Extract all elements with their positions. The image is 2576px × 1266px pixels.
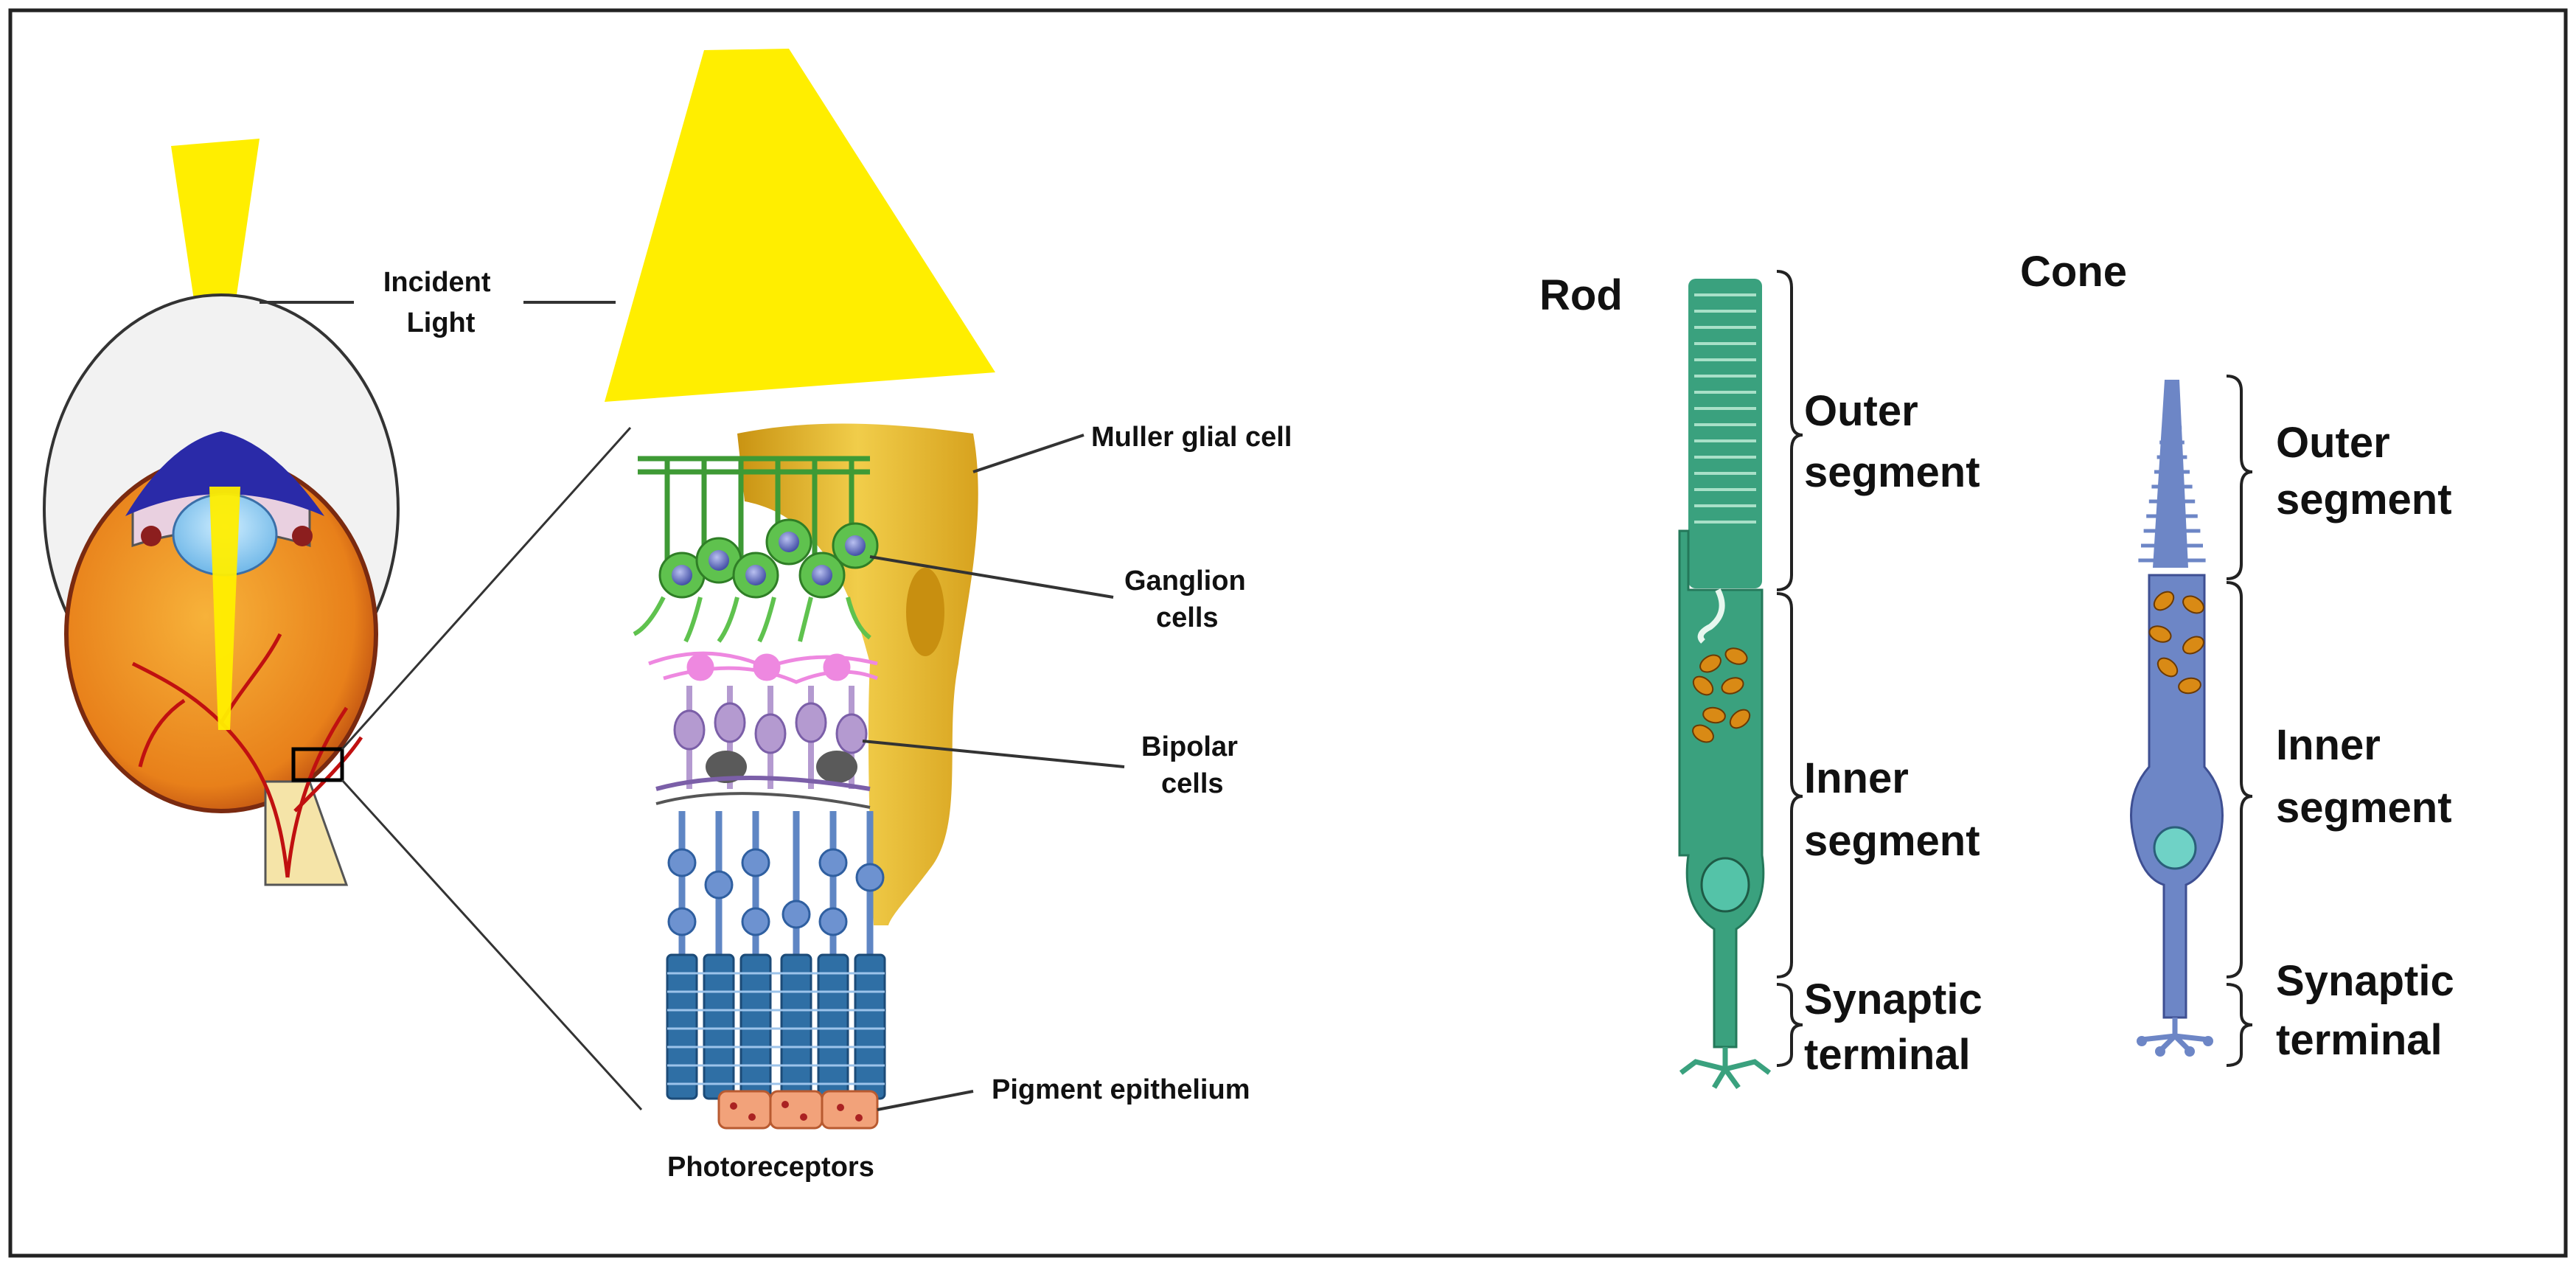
- rod-synaptic-terminal: [1679, 1047, 1772, 1090]
- iris-dot-right: [292, 526, 313, 546]
- pigment-epithelium-label: Pigment epithelium: [992, 1074, 1250, 1105]
- photoreceptors-label: Photoreceptors: [667, 1152, 874, 1183]
- bipolar-cells-label: Bipolar cells: [1141, 731, 1245, 799]
- muller-nucleus: [906, 568, 944, 656]
- rod-outer-segment-label: Outer segment: [1804, 387, 1980, 496]
- retina-zoom-box: [291, 747, 344, 782]
- iris-dot-left: [141, 526, 161, 546]
- cone-braces: [2226, 375, 2253, 1067]
- cone-outer-segment-label: Outer segment: [2276, 419, 2452, 524]
- photoreceptor-row: [666, 811, 886, 1100]
- figure-border: [8, 8, 2568, 1258]
- muller-glial-cell: [737, 423, 978, 925]
- ganglion-cells: [633, 518, 879, 643]
- cone-brace-outer: [2226, 375, 2253, 580]
- left-leader-lines: [260, 301, 1125, 1111]
- cone-cell: [2130, 380, 2224, 1057]
- rod-brace-inner: [1776, 592, 1803, 978]
- cornea: [125, 431, 324, 516]
- rod-discs: [1694, 293, 1756, 524]
- cone-inner-segment: [2130, 574, 2224, 1019]
- cone-synaptic-terminal: [2141, 1018, 2209, 1053]
- light-through-eye: [209, 487, 240, 730]
- rod-mitochondria: [1692, 647, 1751, 743]
- cone-brace-synaptic: [2226, 983, 2253, 1067]
- muller-glial-cell-label: Muller glial cell: [1091, 422, 1292, 453]
- retina-section: [605, 49, 995, 1130]
- cone-synaptic-terminal-label: Synaptic terminal: [2276, 957, 2466, 1064]
- cone-nucleus: [2153, 826, 2197, 870]
- rod-brace-synaptic: [1776, 983, 1803, 1067]
- incident-light-label: Incident Light: [383, 267, 498, 338]
- rod-cell: [1678, 279, 1772, 1090]
- rod-title: Rod: [1539, 271, 1623, 319]
- zoom-line-top: [341, 426, 632, 751]
- pigment-dots: [730, 1101, 863, 1121]
- cone-inner-segment-label: Inner segment: [2276, 721, 2452, 832]
- cone-mitochondria: [2148, 591, 2204, 695]
- ganglion-axons: [638, 456, 870, 560]
- incident-light-cone: [605, 49, 995, 402]
- rod-synaptic-terminal-label: Synaptic terminal: [1804, 975, 1994, 1079]
- rod-braces: [1776, 270, 1803, 1067]
- bipolar-cells: [655, 686, 871, 809]
- rod-nucleus: [1700, 857, 1750, 913]
- cone-lamellae: [2138, 396, 2206, 563]
- rod-inner-segment-label: Inner segment: [1804, 754, 1980, 865]
- rod-cilium: [1697, 588, 1725, 644]
- amacrine-layer: [648, 651, 878, 684]
- eye-illustration: [43, 139, 400, 886]
- ganglion-cells-label: Ganglion cells: [1124, 566, 1253, 633]
- pigment-epithelium: [717, 1090, 879, 1130]
- cone-brace-inner: [2226, 581, 2253, 978]
- cone-terminal-knobs: [2137, 1036, 2213, 1057]
- optic-nerve: [264, 780, 349, 886]
- rod-brace-outer: [1776, 270, 1803, 591]
- zoom-line-bottom: [341, 779, 643, 1111]
- rod-outer-segment: [1688, 279, 1762, 588]
- cone-title: Cone: [2020, 248, 2127, 296]
